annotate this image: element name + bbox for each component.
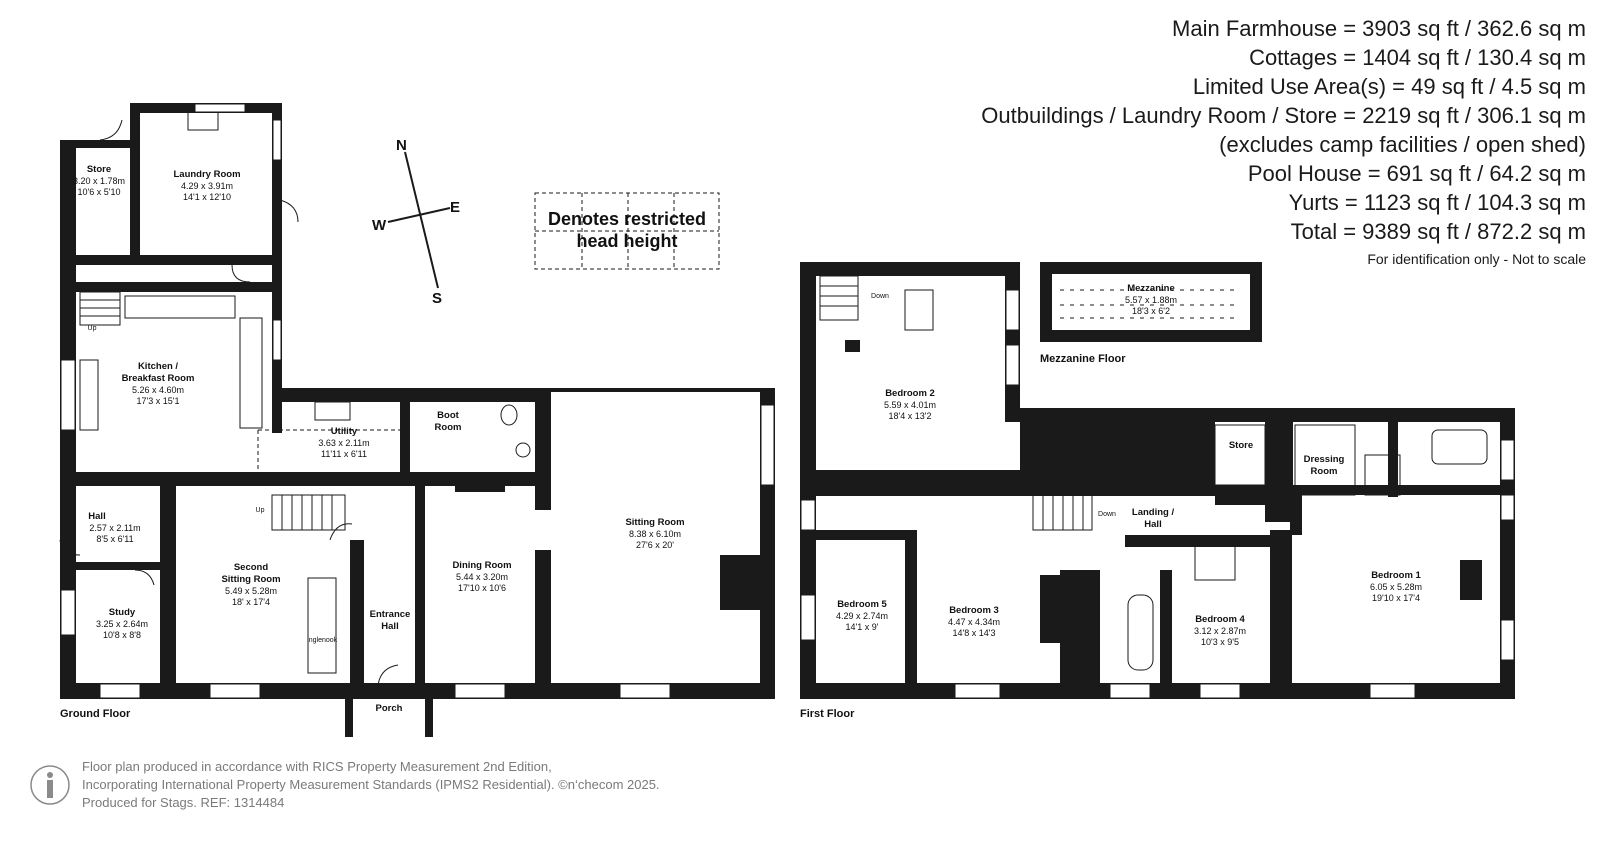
room-dining-imperial: 17'10 x 10'6 [458, 583, 506, 593]
room-bedroom5-imperial: 14'1 x 9' [846, 622, 879, 632]
room-bedroom1-metric: 6.05 x 5.28m [1370, 582, 1422, 592]
room-second-sitting-name1: Second [234, 562, 269, 573]
room-sitting-metric: 8.38 x 6.10m [629, 529, 681, 539]
room-dining-name: Dining Room [452, 560, 511, 571]
area-total: Total = 9389 sq ft / 872.2 sq m [1290, 219, 1586, 244]
room-bedroom5-metric: 4.29 x 2.74m [836, 611, 888, 621]
room-sitting-name: Sitting Room [625, 517, 684, 528]
room-bedroom3-imperial: 14'8 x 14'3 [953, 628, 996, 638]
room-utility-metric: 3.63 x 2.11m [318, 438, 369, 448]
ground-floor-label: Ground Floor [60, 708, 131, 720]
room-utility-name: Utility [331, 426, 358, 437]
stairs-up-second-sitting: Up [256, 507, 265, 514]
room-boot-name1: Boot [437, 410, 459, 421]
compass: N E S W [372, 137, 460, 307]
room-bedroom2-imperial: 18'4 x 13'2 [889, 411, 932, 421]
room-mezzanine-imperial: 18'3 x 6'2 [1132, 306, 1170, 316]
area-limited-use: Limited Use Area(s) = 49 sq ft / 4.5 sq … [1192, 74, 1586, 99]
room-second-sitting-imperial: 18' x 17'4 [232, 597, 270, 607]
room-dressing-name1: Dressing [1304, 454, 1345, 465]
room-study-metric: 3.25 x 2.64m [96, 619, 148, 629]
ipms-logo-icon [30, 765, 70, 805]
room-hall-name: Hall [88, 511, 105, 522]
area-yurts: Yurts = 1123 sq ft / 104.3 sq m [1288, 190, 1586, 215]
stairs-down-bedroom2: Down [871, 293, 889, 300]
room-dressing-name2: Room [1311, 466, 1338, 477]
room-bedroom4-name: Bedroom 4 [1195, 614, 1245, 625]
area-summary: Main Farmhouse = 3903 sq ft / 362.6 sq m… [886, 14, 1586, 270]
first-floor-label: First Floor [800, 708, 855, 720]
room-bedroom1-imperial: 19'10 x 17'4 [1372, 593, 1420, 603]
room-bedroom2-name: Bedroom 2 [885, 388, 935, 399]
room-bedroom3-metric: 4.47 x 4.34m [948, 617, 1000, 627]
room-kitchen-imperial: 17'3 x 15'1 [137, 396, 180, 406]
room-second-sitting-name2: Sitting Room [221, 574, 280, 585]
footer-line2: Incorporating International Property Mea… [82, 777, 660, 792]
stairs-up-kitchen: Up [88, 325, 97, 332]
room-landing-name1: Landing / [1132, 507, 1175, 518]
area-pool-house: Pool House = 691 sq ft / 64.2 sq m [1247, 161, 1586, 186]
room-study-name: Study [109, 607, 136, 618]
room-boot-name2: Room [435, 422, 462, 433]
area-cottages: Cottages = 1404 sq ft / 130.4 sq m [1249, 45, 1586, 70]
area-outbuildings: Outbuildings / Laundry Room / Store = 22… [981, 103, 1586, 128]
compass-w: W [372, 217, 387, 234]
legend-line1: Denotes restricted [548, 209, 706, 229]
room-kitchen-name2: Breakfast Room [122, 373, 195, 384]
room-bedroom3-name: Bedroom 3 [949, 605, 999, 616]
room-mezzanine-name: Mezzanine [1127, 283, 1175, 294]
compass-e: E [450, 199, 460, 216]
room-store-imperial: 10'6 x 5'10 [78, 187, 121, 197]
room-hall-imperial: 8'5 x 6'11 [96, 534, 133, 544]
room-bedroom4-imperial: 10'3 x 9'5 [1201, 637, 1239, 647]
room-store-first-name: Store [1229, 440, 1253, 451]
area-main-farmhouse: Main Farmhouse = 3903 sq ft / 362.6 sq m [1172, 16, 1586, 41]
fixtures [59, 103, 1515, 699]
room-utility-imperial: 11'11 x 6'11 [321, 449, 367, 459]
room-bedroom1-name: Bedroom 1 [1371, 570, 1421, 581]
room-bedroom4-metric: 3.12 x 2.87m [1194, 626, 1246, 636]
room-store-metric: 3.20 x 1.78m [73, 176, 125, 186]
room-inglenook-name: Inglenook [307, 637, 338, 644]
legend-line2: head height [576, 231, 677, 251]
room-laundry-name: Laundry Room [173, 169, 240, 180]
room-laundry-metric: 4.29 x 3.91m [181, 181, 233, 191]
area-excludes-note: (excludes camp facilities / open shed) [1219, 132, 1586, 157]
room-laundry-imperial: 14'1 x 12'10 [183, 192, 231, 202]
scale-note: For identification only - Not to scale [1367, 251, 1586, 267]
room-second-sitting-metric: 5.49 x 5.28m [225, 586, 277, 596]
room-dining-metric: 5.44 x 3.20m [456, 572, 508, 582]
room-kitchen-name1: Kitchen / [138, 361, 178, 372]
footer-line1: Floor plan produced in accordance with R… [82, 759, 552, 774]
footer-line3: Produced for Stags. REF: 1314484 [82, 795, 285, 810]
room-study-imperial: 10'8 x 8'8 [103, 630, 141, 640]
room-bedroom5-name: Bedroom 5 [837, 599, 887, 610]
mezzanine-floor-label: Mezzanine Floor [1040, 353, 1126, 365]
first-room-labels: Bedroom 2 5.59 x 4.01m 18'4 x 13'2 Mezza… [836, 283, 1422, 647]
room-sitting-imperial: 27'6 x 20' [636, 540, 674, 550]
room-bedroom2-metric: 5.59 x 4.01m [884, 400, 936, 410]
stairs-down-landing: Down [1098, 511, 1116, 518]
room-hall-metric: 2.57 x 2.11m [89, 523, 140, 533]
ground-room-labels: Store 3.20 x 1.78m 10'6 x 5'10 Laundry R… [73, 164, 685, 714]
room-entrance-name1: Entrance [370, 609, 411, 620]
room-kitchen-metric: 5.26 x 4.60m [132, 385, 184, 395]
room-entrance-name2: Hall [381, 621, 398, 632]
room-porch-name: Porch [376, 703, 403, 714]
compass-n: N [396, 137, 407, 154]
compass-s: S [432, 290, 442, 307]
room-mezzanine-metric: 5.57 x 1.88m [1125, 295, 1177, 305]
room-landing-name2: Hall [1144, 519, 1161, 530]
room-store-name: Store [87, 164, 111, 175]
